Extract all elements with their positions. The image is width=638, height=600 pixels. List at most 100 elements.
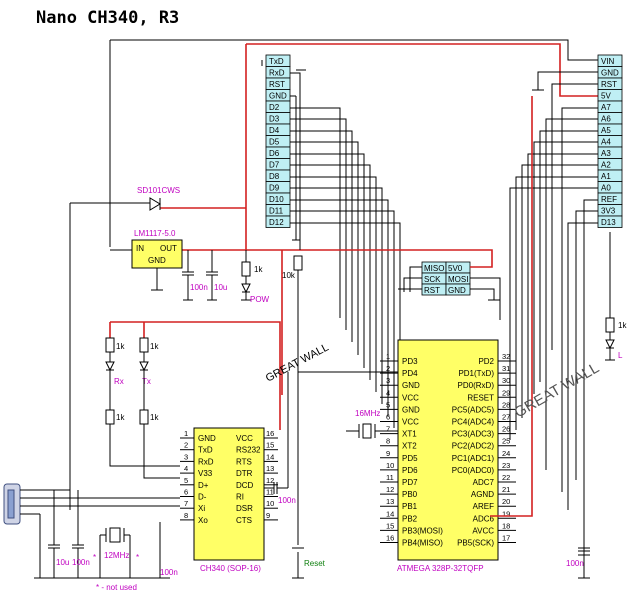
header-pin-label: D12: [269, 218, 284, 227]
ch340-right-pin: RS232: [236, 446, 261, 455]
header-pin-label: GND: [269, 92, 287, 101]
rx-led-label: Rx: [114, 377, 124, 386]
atmega-left-num: 4: [386, 388, 390, 397]
ch340-right-pin: DCD: [236, 481, 254, 490]
ch340-right-num: 16: [266, 429, 274, 438]
atmega-left-pin: GND: [402, 381, 420, 390]
ch340-left-num: 6: [184, 488, 188, 497]
l-led: 1k L: [605, 232, 627, 361]
pow-led: 1k POW: [241, 250, 270, 304]
atmega-right-num: 29: [502, 388, 510, 397]
atmega-left-pin: GND: [402, 405, 420, 414]
diode-label: SD101CWS: [137, 186, 180, 195]
atmega-right-num: 18: [502, 521, 510, 530]
atmega-left-pin: PB1: [402, 502, 418, 511]
ch340-left-pin: D+: [198, 481, 209, 490]
atmega-right-num: 28: [502, 400, 510, 409]
ch340-left-pin: TxD: [198, 446, 213, 455]
ch340-left-num: 7: [184, 499, 188, 508]
icsp-header: MISO 5V0 SCK MOSI RST GND: [320, 249, 501, 320]
atmega-left-num: 6: [386, 413, 390, 422]
atmega-right-pin: PC4(ADC4): [452, 418, 495, 427]
atmega-left-num: 16: [386, 534, 394, 543]
icsp-gnd: GND: [448, 286, 466, 295]
atmega-right-num: 25: [502, 437, 510, 446]
pow-led-label: POW: [250, 295, 270, 304]
atmega-right-num: 32: [502, 352, 510, 361]
atmega-right-num: 19: [502, 509, 510, 518]
atmega-right-pin: PD2: [478, 357, 494, 366]
star-1: *: [93, 553, 96, 562]
atmega-right-pin: AVCC: [472, 526, 494, 535]
left-header-wires: [261, 60, 401, 440]
atmega-avcc-cap: 100n: [490, 96, 590, 579]
atmega-right-pin: ADC6: [473, 514, 495, 523]
regulator-label: LM1117-5.0: [134, 229, 176, 238]
icsp-rst: RST: [424, 286, 440, 295]
atmega-left-pin: PD6: [402, 466, 418, 475]
ch340-right-num: 14: [266, 452, 274, 461]
atmega-left-num: 12: [386, 485, 394, 494]
header-pin-label: A5: [601, 126, 611, 135]
atmega-right-num: 22: [502, 473, 510, 482]
atmega-right-pin: PB5(SCK): [457, 539, 494, 548]
watermark-2: GREAT WALL: [512, 359, 603, 421]
header-pin-box: [265, 215, 291, 228]
atmega-right-num: 27: [502, 413, 510, 422]
schematic-title: Nano CH340, R3: [36, 8, 179, 28]
ch340-left-pin: RxD: [198, 457, 214, 466]
atmega-right-num: 20: [502, 497, 510, 506]
cap-10u-reg: 10u: [214, 283, 227, 292]
atmega-right-pin: PC2(ADC2): [452, 442, 495, 451]
header-pin-label: D9: [269, 184, 280, 193]
atmega-left-pin: XT1: [402, 430, 417, 439]
header-pin-label: D5: [269, 138, 280, 147]
header-pin-label: 5V: [601, 92, 611, 101]
atmega-right-pin: PC3(ADC3): [452, 430, 495, 439]
cap-100n-usb: 100n: [72, 558, 90, 567]
usb-connector: [3, 483, 180, 578]
header-pin-label: A7: [601, 103, 611, 112]
ch340-right-num: 11: [266, 488, 274, 497]
cap-100n-avcc: 100n: [566, 559, 584, 568]
reset-pullup-10k: 10k: [281, 250, 303, 395]
atmega-label: ATMEGA 328P-32TQFP: [397, 564, 484, 573]
atmega-left-num: 3: [386, 376, 390, 385]
ch340-right-pin: RI: [236, 493, 244, 502]
ch340-support: 10u 100n * * 12MHz 100n * - not used: [34, 490, 178, 592]
header-pin-label: D7: [269, 161, 280, 170]
l-led-label: L: [618, 351, 623, 360]
ch340-left-pin: Xo: [198, 516, 208, 525]
header-pin-label: A0: [601, 184, 611, 193]
header-pin-box: [597, 215, 623, 228]
tx-led-label: Tx: [142, 377, 151, 386]
header-pin-label: D13: [601, 218, 616, 227]
icsp-5v0: 5V0: [448, 264, 463, 273]
atmega-left-num: 15: [386, 521, 394, 530]
header-pin-label: D4: [269, 126, 280, 135]
atmega-right-pin: PC1(ADC1): [452, 454, 495, 463]
atmega-body: [397, 339, 499, 561]
header-pin-label: GND: [601, 69, 619, 78]
not-used-note: * - not used: [96, 583, 137, 592]
l-resistor-label: 1k: [618, 321, 627, 330]
atmega-left-pin: PD5: [402, 454, 418, 463]
lm1117-regulator: LM1117-5.0 IN OUT GND: [110, 229, 183, 291]
atmega-right-num: 23: [502, 461, 510, 470]
header-pin-label: D2: [269, 103, 280, 112]
watermark-1: GREAT WALL: [264, 341, 331, 384]
dtr-reset: 100n Reset: [264, 371, 398, 579]
atmega-chip: PD31PD42GND3VCC4GND5VCC6XT17XT28PD59PD61…: [380, 339, 516, 561]
cap-100n-dtr: 100n: [278, 496, 296, 505]
atmega-left-pin: PB0: [402, 490, 418, 499]
header-pin-label: RST: [601, 80, 617, 89]
atmega-right-pin: PC0(ADC0): [452, 466, 495, 475]
header-pin-label: RxD: [269, 69, 285, 78]
ch340-chip: GND1TxD2RxD3V334D+5D-6Xi7Xo8VCC16RS23215…: [180, 427, 278, 561]
atmega-left-pin: PD3: [402, 357, 418, 366]
ch340-left-num: 1: [184, 429, 188, 438]
header-pin-label: A2: [601, 161, 611, 170]
atmega-left-pin: PD7: [402, 478, 418, 487]
ch340-body: [193, 427, 265, 561]
